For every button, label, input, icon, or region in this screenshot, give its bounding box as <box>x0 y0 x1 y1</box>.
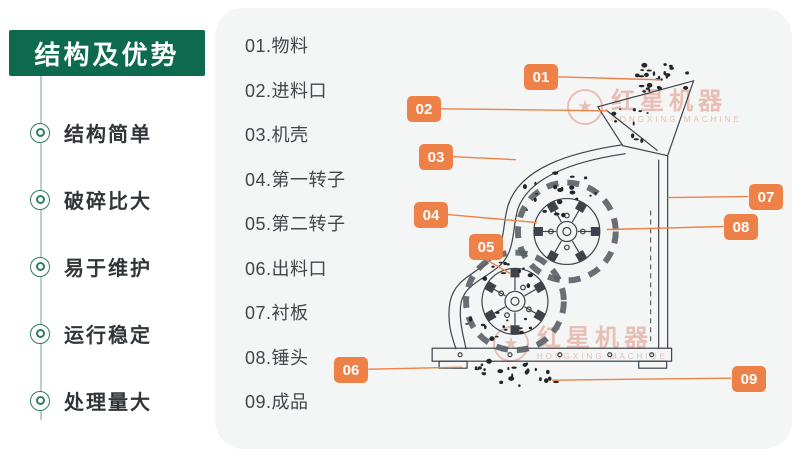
badge-05: 05 <box>469 234 503 260</box>
brand-subtitle: HONGXING MACHINE <box>611 114 742 124</box>
bullet-circle-icon <box>30 323 50 344</box>
feature-item: 易于维护 <box>30 252 152 281</box>
bullet-dot <box>35 262 45 271</box>
legend-item: 09.成品 <box>245 392 309 413</box>
product-particles <box>474 358 559 388</box>
badge-04: 04 <box>414 202 448 228</box>
bullet-dot <box>35 396 45 405</box>
brand-logo-icon: ★ <box>567 89 603 125</box>
crusher-diagram <box>368 62 749 388</box>
feature-label: 处理量大 <box>64 392 152 414</box>
badge-01: 01 <box>524 64 558 90</box>
legend-item: 03.机壳 <box>245 125 309 146</box>
bullet-dot <box>35 195 45 204</box>
legend-item: 01.物料 <box>245 36 309 57</box>
feature-label: 结构简单 <box>64 124 152 146</box>
badge-08: 08 <box>724 214 758 240</box>
bullet-dot <box>35 329 45 338</box>
feature-item: 破碎比大 <box>30 185 152 214</box>
diagram-card: ★ 红星机器 HONGXING MACHINE ★ 红星机器 HONGXING … <box>215 8 792 449</box>
base-frame <box>431 347 673 369</box>
badge-06: 06 <box>334 357 368 383</box>
second-rotor <box>469 255 561 347</box>
timeline-line <box>40 76 42 420</box>
casing-outline <box>448 79 695 350</box>
first-rotor <box>533 197 601 266</box>
brand-name: 红星机器 <box>611 88 727 116</box>
legend-item: 06.出料口 <box>245 258 328 279</box>
badge-03: 03 <box>419 144 453 170</box>
feature-item: 处理量大 <box>30 386 152 415</box>
liner-plate-upper <box>514 179 619 284</box>
bullet-circle-icon <box>30 390 50 411</box>
leader-lines <box>368 76 749 381</box>
badge-02: 02 <box>407 96 441 122</box>
badge-09: 09 <box>732 366 766 392</box>
legend-item: 08.锤头 <box>245 347 309 368</box>
brand-watermark: ★ 红星机器 HONGXING MACHINE <box>567 89 742 125</box>
feature-label: 易于维护 <box>64 258 152 280</box>
badge-07: 07 <box>749 184 783 210</box>
section-title: 结构及优势 <box>9 30 205 76</box>
feature-label: 破碎比大 <box>64 191 152 213</box>
brand-subtitle: HONGXING MACHINE <box>537 351 668 361</box>
feature-item: 运行稳定 <box>30 319 152 348</box>
bullet-circle-icon <box>30 189 50 210</box>
upper-chamber-particles <box>522 171 597 218</box>
lower-chamber-particles <box>465 311 533 342</box>
bullet-circle-icon <box>30 122 50 143</box>
bullet-dot <box>35 128 45 137</box>
feature-item: 结构简单 <box>30 118 152 147</box>
mid-particles <box>481 254 534 289</box>
legend-item: 07.衬板 <box>245 303 309 324</box>
feature-label: 运行稳定 <box>64 325 152 347</box>
legend-item: 02.进料口 <box>245 80 328 101</box>
legend-item: 05.第二转子 <box>245 214 346 235</box>
liner-plate-lower <box>463 249 567 354</box>
legend-item: 04.第一转子 <box>245 169 346 190</box>
bullet-circle-icon <box>30 256 50 277</box>
legend-list: 01.物料 02.进料口 03.机壳 04.第一转子 05.第二转子 06.出料… <box>245 23 346 424</box>
chute-particles <box>611 108 649 143</box>
material-particles <box>634 62 689 93</box>
